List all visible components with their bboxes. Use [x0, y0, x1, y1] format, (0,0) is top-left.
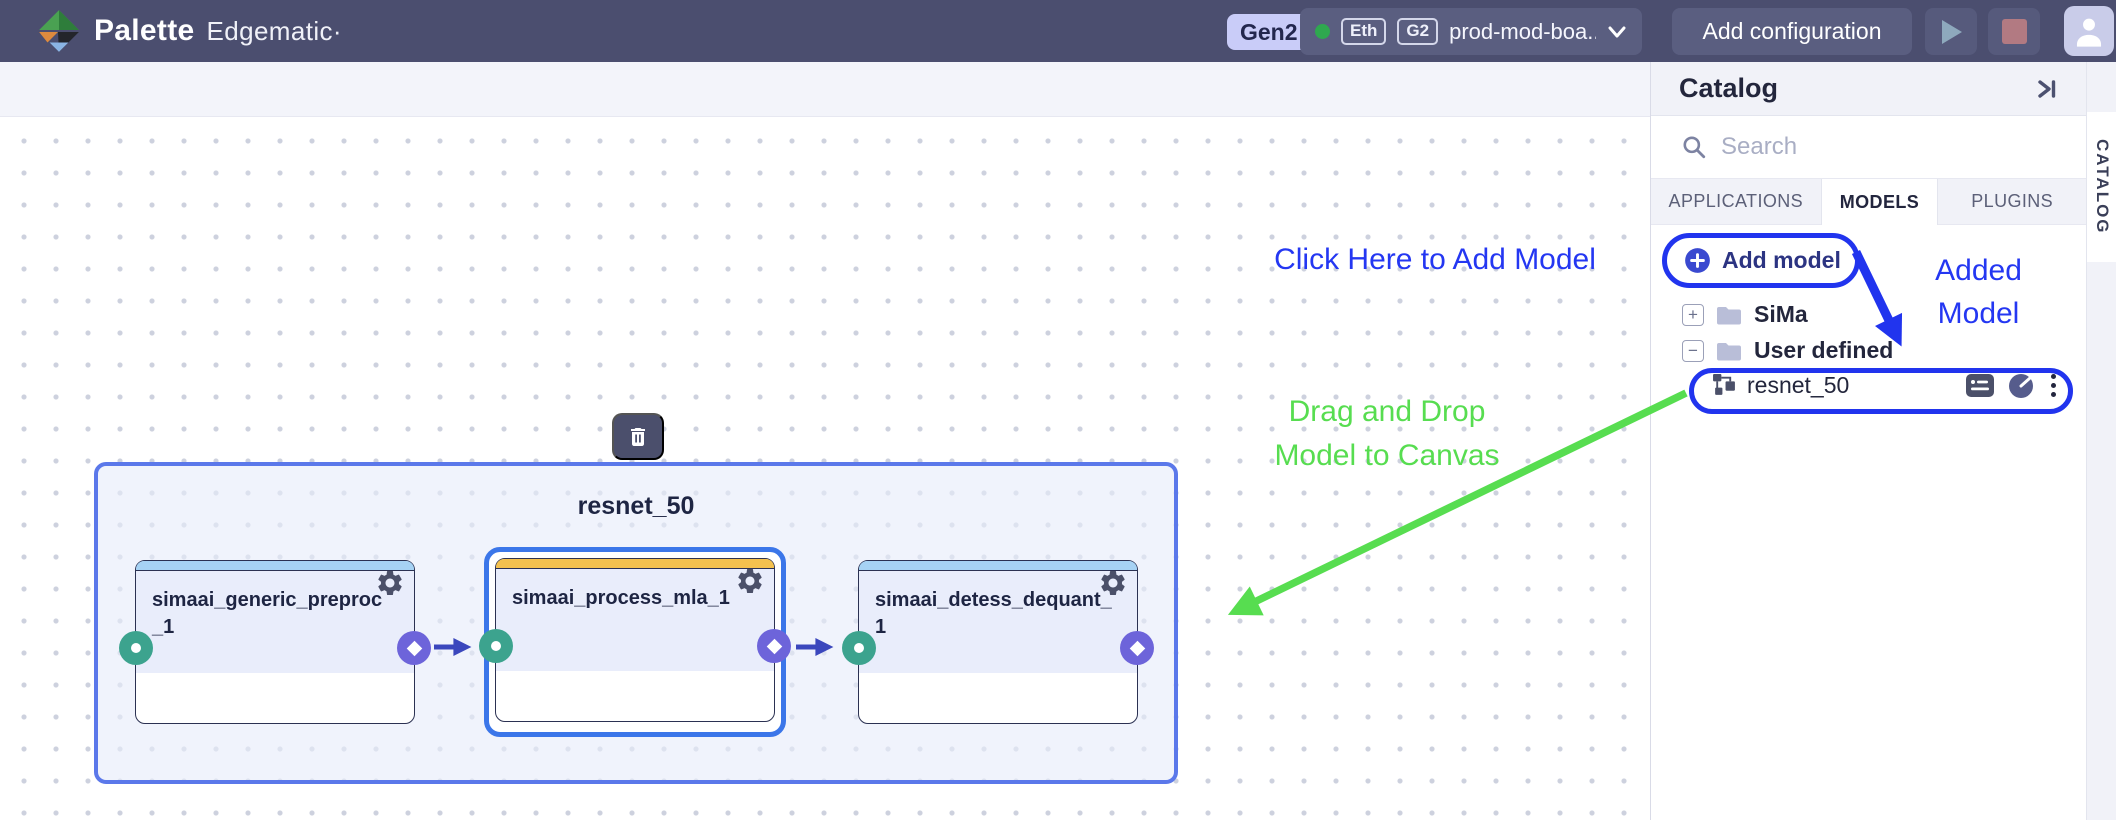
- catalog-side-tab-label: CATALOG: [2093, 139, 2112, 235]
- node-simaai-detess-dequant[interactable]: simaai_detess_dequant_1: [842, 560, 1154, 724]
- device-status-dot: [1315, 24, 1330, 39]
- details-card-icon[interactable]: [1965, 373, 1995, 398]
- folder-label: User defined: [1754, 337, 1894, 363]
- search-icon: [1683, 136, 1706, 159]
- node-header-strip: [859, 561, 1137, 571]
- more-options-kebab-icon[interactable]: [2047, 372, 2060, 399]
- folder-icon: [1717, 342, 1741, 360]
- add-model-label: Add model: [1722, 247, 1841, 273]
- eth-badge: Eth: [1341, 18, 1387, 45]
- node-body: simaai_detess_dequant_1: [859, 571, 1137, 673]
- node-settings-gear-icon[interactable]: [735, 566, 765, 601]
- tree-folder-sima[interactable]: + SiMa: [1682, 301, 1808, 328]
- input-port[interactable]: [119, 631, 153, 665]
- run-button[interactable]: [1925, 8, 1977, 55]
- catalog-panel: Catalog APPLICATIONS MODELS PLUGINS: [1650, 62, 2086, 820]
- plus-circle-icon: [1685, 248, 1710, 273]
- user-avatar-button[interactable]: [2064, 6, 2114, 56]
- input-port[interactable]: [479, 629, 513, 663]
- gen2-badge: Gen2: [1227, 14, 1311, 50]
- port-dot: [854, 643, 864, 653]
- node-title: simaai_process_mla_1: [512, 587, 730, 609]
- panel-side-strip: CATALOG: [2086, 62, 2116, 820]
- output-port[interactable]: [397, 631, 431, 665]
- node-body: simaai_process_mla_1: [496, 569, 774, 671]
- model-row-actions: [1965, 372, 2060, 399]
- port-dot: [131, 643, 141, 653]
- top-navbar: Palette Edgematic· Gen2 Eth G2 prod-mod-…: [0, 0, 2116, 62]
- tab-models[interactable]: MODELS: [1820, 179, 1939, 225]
- palette-diamond-icon: [39, 10, 79, 52]
- node-header-strip: [496, 559, 774, 569]
- tree-folder-user-defined[interactable]: − User defined: [1682, 337, 1893, 364]
- port-diamond: [1129, 640, 1145, 656]
- node-title: simaai_generic_preproc_1: [152, 589, 383, 638]
- tab-plugins[interactable]: PLUGINS: [1971, 191, 2054, 211]
- benchmark-gauge-icon[interactable]: [2007, 373, 2035, 399]
- add-configuration-button[interactable]: Add configuration: [1672, 8, 1912, 55]
- node-simaai-generic-preproc[interactable]: simaai_generic_preproc_1: [119, 560, 431, 724]
- catalog-title: Catalog: [1679, 73, 1779, 103]
- tab-applications[interactable]: APPLICATIONS: [1668, 191, 1804, 211]
- input-port[interactable]: [842, 631, 876, 665]
- node-title: simaai_detess_dequant_1: [875, 589, 1112, 638]
- port-diamond: [406, 640, 422, 656]
- catalog-header: Catalog: [1651, 62, 2086, 116]
- stop-button[interactable]: [1988, 8, 2040, 55]
- node-settings-gear-icon[interactable]: [375, 568, 405, 603]
- node-header-strip: [136, 561, 414, 571]
- node-selection-ring: simaai_process_mla_1: [479, 547, 791, 737]
- catalog-search-row: [1651, 116, 2086, 179]
- brand-suffix: Edgematic·: [206, 15, 342, 46]
- node-settings-gear-icon[interactable]: [1098, 568, 1128, 603]
- person-icon: [2076, 18, 2102, 47]
- stop-icon: [2001, 19, 2027, 44]
- device-selector-dropdown[interactable]: Eth G2 prod-mod-boa...: [1300, 8, 1642, 55]
- node-simaai-process-mla[interactable]: simaai_process_mla_1: [479, 558, 791, 722]
- search-input[interactable]: [1721, 133, 2021, 161]
- port-dot: [491, 641, 501, 651]
- add-model-button[interactable]: Add model: [1684, 247, 1841, 274]
- group-title: resnet_50: [577, 492, 695, 520]
- output-port[interactable]: [1120, 631, 1154, 665]
- model-label: resnet_50: [1747, 372, 1850, 398]
- device-name: prod-mod-boa...: [1449, 18, 1596, 44]
- collapse-panel-icon[interactable]: [2032, 75, 2060, 108]
- collapse-icon[interactable]: −: [1682, 339, 1704, 362]
- catalog-tabs: APPLICATIONS MODELS PLUGINS: [1651, 179, 2086, 225]
- catalog-side-tab[interactable]: CATALOG: [2087, 112, 2116, 262]
- brand-logo: Palette Edgematic·: [36, 0, 342, 62]
- brand-name: Palette: [94, 14, 195, 47]
- port-diamond: [766, 638, 782, 654]
- tree-item-resnet50[interactable]: resnet_50: [1712, 372, 2060, 399]
- delete-group-button[interactable]: [612, 413, 664, 460]
- folder-icon: [1717, 306, 1741, 324]
- trash-icon: [631, 427, 645, 446]
- play-icon: [1942, 19, 1962, 44]
- output-port[interactable]: [757, 629, 791, 663]
- chevron-down-icon: [1608, 26, 1626, 37]
- expand-icon[interactable]: +: [1682, 303, 1704, 326]
- g2-badge: G2: [1397, 18, 1439, 45]
- canvas-top-strip: [0, 62, 1650, 117]
- folder-label: SiMa: [1754, 301, 1808, 327]
- model-graph-icon: [1713, 374, 1735, 395]
- node-body: simaai_generic_preproc_1: [136, 571, 414, 673]
